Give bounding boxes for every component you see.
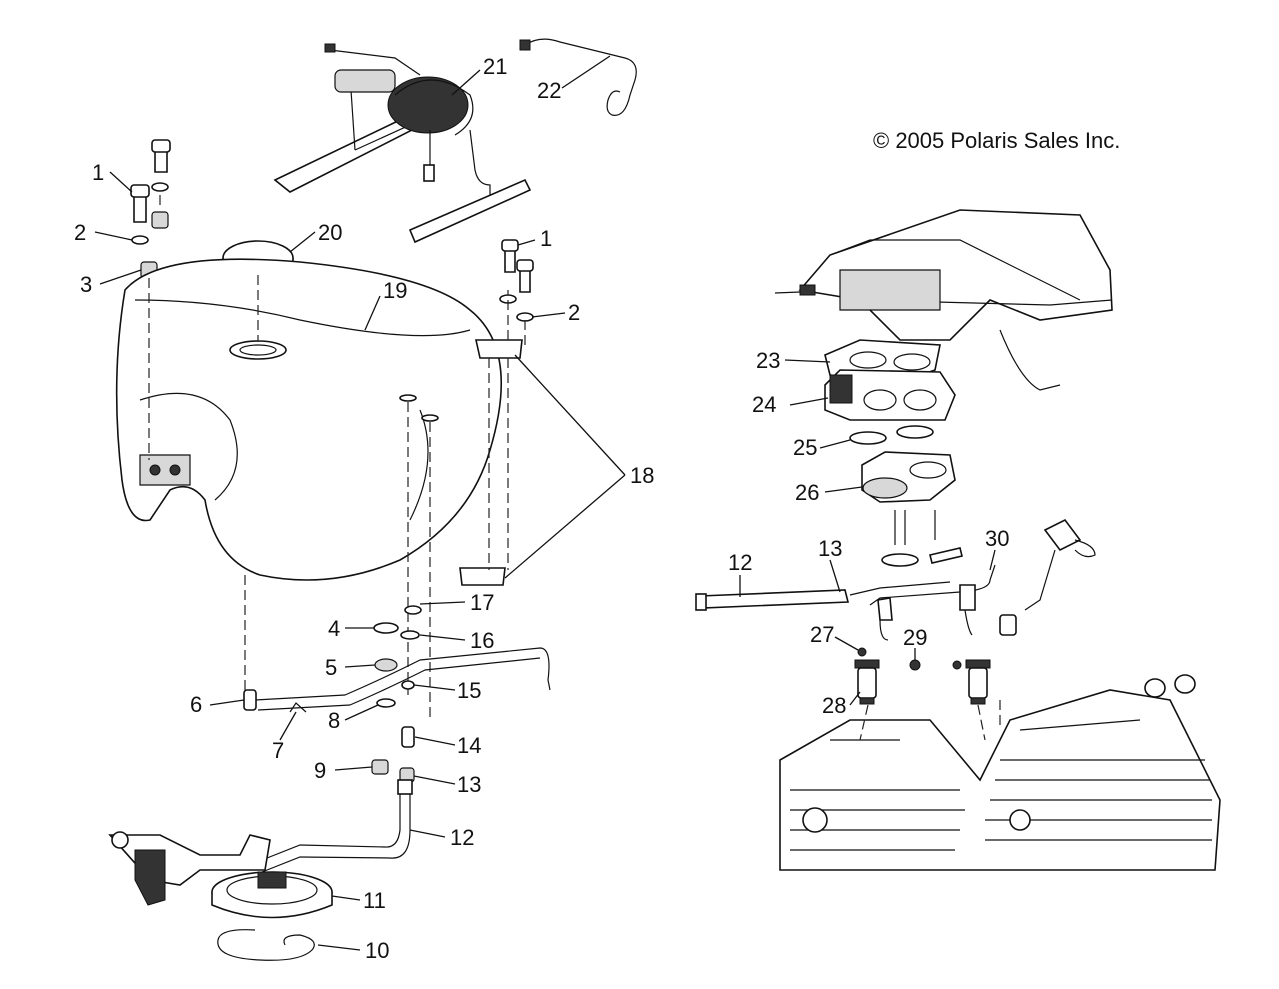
mount-brackets <box>459 339 523 586</box>
callout-12-left: 12 <box>450 825 474 850</box>
fuel-rail <box>695 564 996 641</box>
copyright-notice: © 2005 Polaris Sales Inc. <box>873 128 1120 153</box>
callout-1: 1 <box>92 160 104 185</box>
fuel-pump-assembly <box>273 43 532 244</box>
callout-6: 6 <box>190 692 202 717</box>
callout-15: 15 <box>457 678 481 703</box>
sensor-connector <box>999 518 1096 636</box>
assembly-lines-left <box>148 195 526 720</box>
callout-20: 20 <box>318 220 342 245</box>
callout-2-right: 2 <box>568 300 580 325</box>
callout-labels: 1 2 3 20 19 21 22 1 2 18 17 4 16 5 15 6 … <box>74 54 1009 963</box>
intake-manifold <box>861 451 963 567</box>
fuel-hose-lower <box>261 779 413 873</box>
return-fuel-line <box>519 38 637 116</box>
callout-14: 14 <box>457 733 481 758</box>
callout-10: 10 <box>365 938 389 963</box>
callout-27: 27 <box>810 622 834 647</box>
callout-29: 29 <box>903 625 927 650</box>
callout-5: 5 <box>325 655 337 680</box>
throttle-body <box>824 369 956 421</box>
callout-16: 16 <box>470 628 494 653</box>
assembly-lines-right <box>859 700 1001 741</box>
callout-12-right: 12 <box>728 550 752 575</box>
o-rings <box>849 425 934 445</box>
callout-2: 2 <box>74 220 86 245</box>
fuel-injectors <box>854 647 1196 705</box>
callout-1-right: 1 <box>540 226 552 251</box>
callout-18: 18 <box>630 463 654 488</box>
mount-bolts-left <box>130 139 171 279</box>
callout-17: 17 <box>470 590 494 615</box>
callout-21: 21 <box>483 54 507 79</box>
callout-30: 30 <box>985 526 1009 551</box>
callout-3: 3 <box>80 272 92 297</box>
leader-lines <box>94 55 996 951</box>
callout-11: 11 <box>363 888 386 913</box>
callout-13-left: 13 <box>457 772 481 797</box>
mount-bolts-right <box>499 239 534 322</box>
engine-cylinders <box>779 689 1221 871</box>
callout-13-right: 13 <box>818 536 842 561</box>
callout-23: 23 <box>756 348 780 373</box>
fuel-sender-unit <box>108 831 333 919</box>
air-box-housing <box>774 209 1113 391</box>
callout-22: 22 <box>537 78 561 103</box>
callout-26: 26 <box>795 480 819 505</box>
callout-8: 8 <box>328 708 340 733</box>
callout-24: 24 <box>752 392 776 417</box>
callout-19: 19 <box>383 278 407 303</box>
fuel-tank <box>115 258 503 581</box>
callout-28: 28 <box>822 693 846 718</box>
retaining-clip <box>217 929 315 961</box>
callout-9: 9 <box>314 758 326 783</box>
callout-4: 4 <box>328 616 340 641</box>
callout-7: 7 <box>272 738 284 763</box>
fuel-valve-parts <box>243 605 551 783</box>
callout-25: 25 <box>793 435 817 460</box>
